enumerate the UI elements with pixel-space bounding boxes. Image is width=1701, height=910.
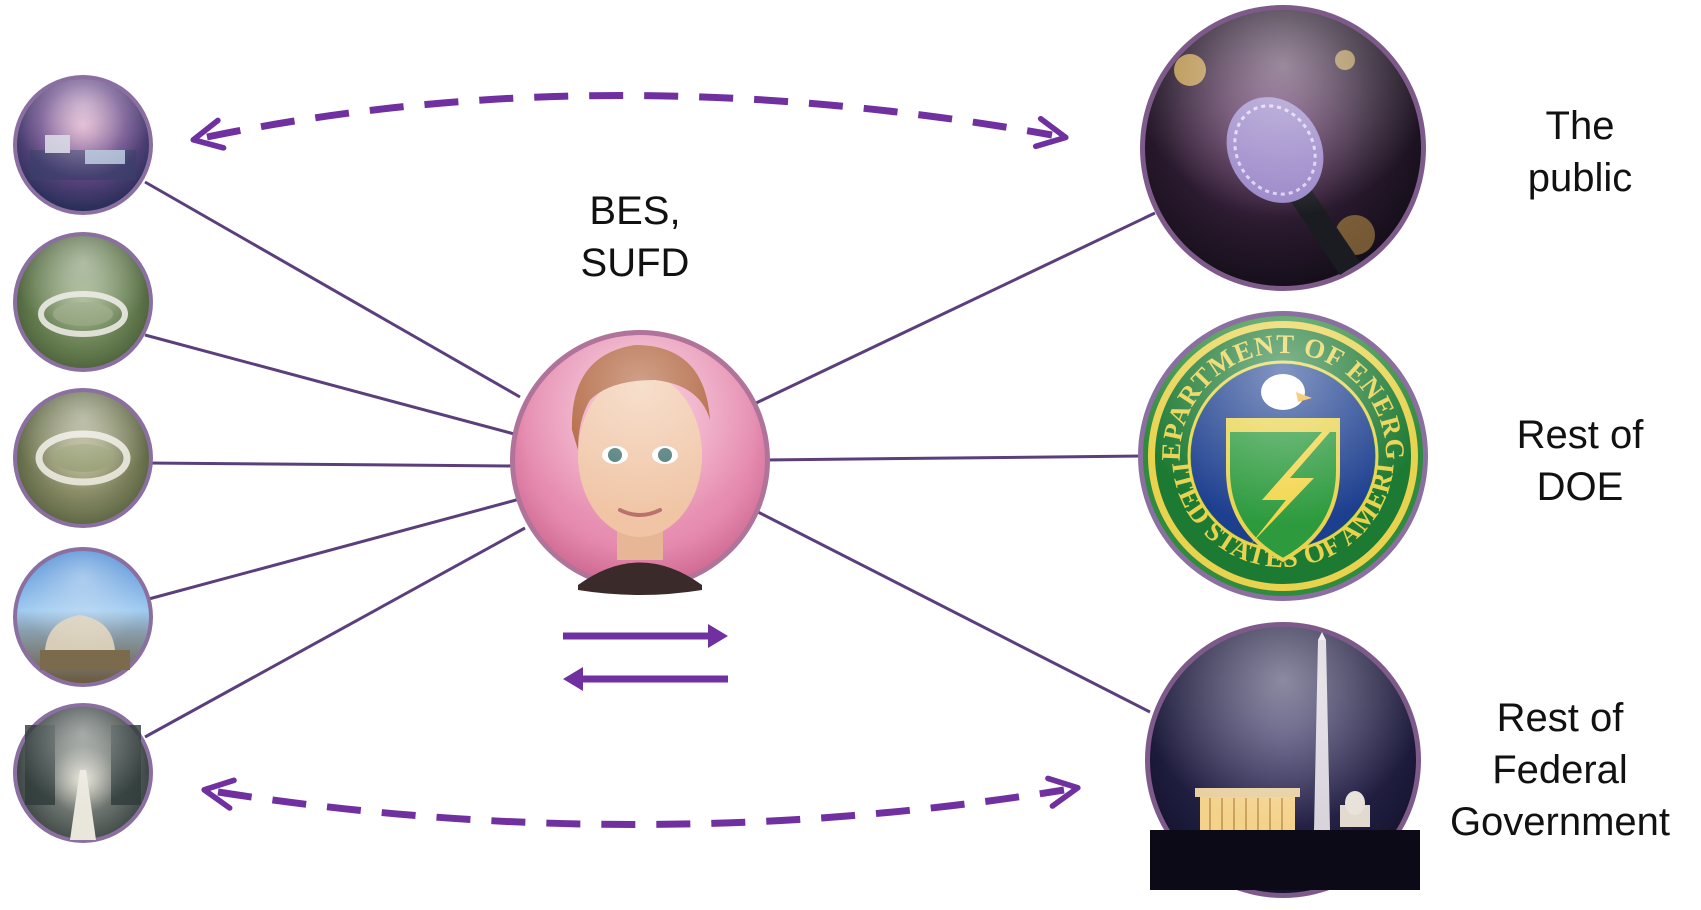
stakeholder-label-doe: Rest of DOE: [1470, 409, 1690, 513]
connector-facility-4: [144, 497, 521, 602]
connector-facility-2: [144, 333, 519, 437]
gov-label-line3: Government: [1449, 800, 1671, 844]
doe-label-line1: Rest of: [1516, 413, 1644, 457]
connector-facility-3: [144, 461, 517, 468]
center-label-line1: BES,: [589, 189, 681, 233]
facility-photo-2: [13, 232, 153, 372]
facility-photo-3: [13, 388, 153, 528]
connector-doe: [763, 454, 1144, 462]
center-label-line2: SUFD: [580, 241, 690, 285]
doe-label-line2: DOE: [1536, 465, 1624, 509]
exchange-arrows-icon: [563, 624, 728, 691]
public-label-line1: The: [1545, 104, 1615, 148]
stakeholder-label-government: Rest of Federal Government: [1420, 692, 1700, 848]
facility-photo-1: [13, 75, 153, 215]
connector-lines: [144, 180, 1156, 739]
washington-monument-night-photo: [1145, 622, 1421, 898]
gov-label-line2: Federal: [1492, 748, 1628, 792]
person-avatar-icon: [510, 330, 770, 595]
connector-public: [753, 211, 1156, 406]
gov-label-line1: Rest of: [1496, 696, 1624, 740]
facility-photo-5: [13, 703, 153, 843]
connector-facility-1: [144, 180, 521, 399]
facility-photo-4: [13, 547, 153, 687]
public-label-line2: public: [1527, 156, 1633, 200]
connector-government: [757, 510, 1151, 714]
dashed-arrow-top: [190, 92, 1069, 151]
stakeholder-label-public: The public: [1470, 100, 1690, 204]
dashed-arrow-bottom: [201, 775, 1081, 828]
connector-facility-5: [144, 526, 526, 739]
microphone-icon: [1140, 5, 1426, 291]
center-label: BES, SUFD: [540, 185, 730, 289]
